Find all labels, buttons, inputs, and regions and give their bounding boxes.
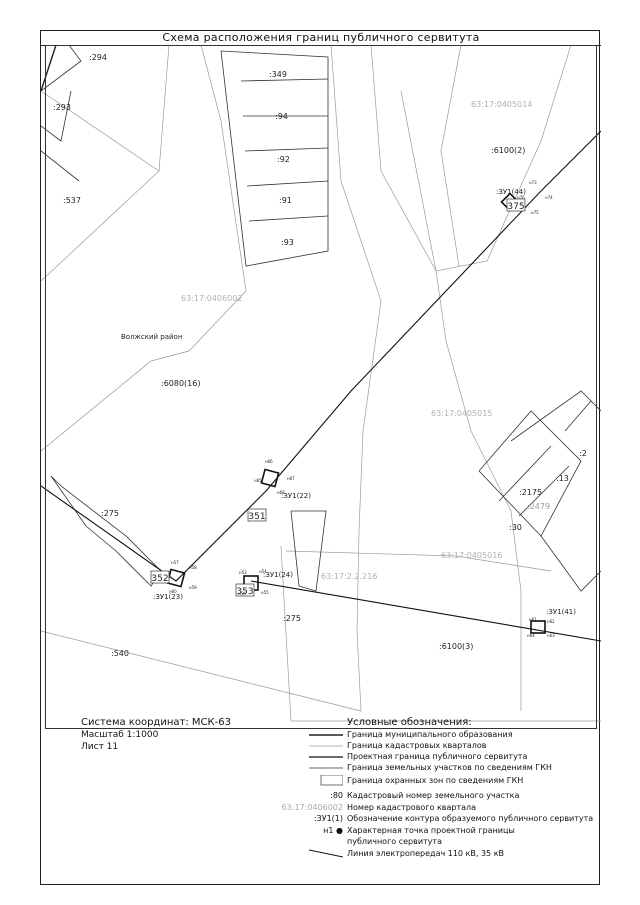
- scale-text: Масштаб 1:1000: [81, 730, 159, 740]
- svg-text:н65: н65: [254, 478, 262, 483]
- svg-text:н64: н64: [527, 633, 535, 638]
- legend-title: Условные обозначения:: [347, 717, 472, 728]
- parcel-294: :294: [89, 53, 107, 62]
- quarter-labels: 63:17:0405014 63:17:0406002 63:17:040501…: [181, 100, 532, 581]
- legend-row-contour: :ЗУ1(1) Обозначение контура образуемого …: [313, 814, 594, 823]
- parcel-92: :92: [277, 155, 290, 164]
- zone-351: 351: [248, 512, 265, 522]
- legend-symbol-parcels: [309, 767, 343, 769]
- coordinate-block: Система координат: МСК-63 Масштаб 1:1000…: [81, 717, 231, 753]
- area-label: Волжский район: [121, 333, 182, 341]
- svg-text:н74: н74: [545, 195, 553, 200]
- parcel-2479: :2479: [527, 502, 550, 511]
- legend-row-quarter-number: 63:17:0406002 Номер кадастрового квартал…: [281, 803, 477, 812]
- legend-row-point: н1 ● Характерная точка проектной границы: [323, 826, 515, 835]
- site-24: :ЗУ1(24): [263, 571, 293, 579]
- svg-text:н56: н56: [238, 591, 246, 596]
- svg-text:н61: н61: [529, 617, 537, 622]
- parcel-30: :30: [509, 523, 522, 532]
- parcel-540: :540: [111, 649, 129, 658]
- municipal-border: [41, 44, 57, 92]
- svg-text:н67: н67: [287, 476, 295, 481]
- parcel-13: :13: [556, 474, 569, 483]
- svg-text:н54: н54: [259, 569, 267, 574]
- legend-row-servitude: Проектная граница публичного сервитута: [269, 751, 609, 762]
- site-22: :ЗУ1(22): [281, 492, 311, 500]
- map-canvas: 351 352 353 375 63:17:0405014 63:17:0406…: [41, 44, 601, 722]
- parcel-6100-3: :6100(3): [439, 642, 473, 651]
- legend-symbol-quarters: [309, 745, 343, 747]
- parcel-349: :349: [269, 70, 287, 79]
- parcel-6080-16: :6080(16): [161, 379, 200, 388]
- svg-text:н75: н75: [531, 210, 539, 215]
- power-line-2: [250, 580, 601, 642]
- sheet-number: Лист 11: [81, 742, 119, 752]
- svg-text:н57: н57: [171, 560, 179, 565]
- legend-row-parcels: Граница земельных участков по сведениям …: [269, 762, 609, 773]
- site-41: :ЗУ1(41): [546, 608, 576, 616]
- legend-row-zones: Граница охранных зон по сведениям ГКН: [269, 775, 609, 786]
- parcel-93: :93: [281, 238, 294, 247]
- zone-labels: 351 352 353 375: [151, 202, 524, 597]
- parcel-537: :537: [63, 196, 81, 205]
- parcel-91: :91: [279, 196, 292, 205]
- legend-symbol-power-line: [309, 849, 343, 858]
- quarter-borders: [41, 44, 601, 722]
- svg-text:н62: н62: [547, 619, 555, 624]
- parcel-275-b: :275: [283, 614, 301, 623]
- legend-symbol-servitude: [309, 756, 343, 758]
- svg-text:н53: н53: [239, 570, 247, 575]
- svg-text:н68: н68: [277, 490, 285, 495]
- parcel-2175: :2175: [519, 488, 542, 497]
- svg-text:н76: н76: [517, 195, 525, 200]
- power-line: [41, 130, 601, 582]
- zone-352: 352: [151, 574, 168, 584]
- quarter-2-2-216: 63:17:2.2.216: [321, 572, 377, 581]
- quarter-0405015: 63:17:0405015: [431, 409, 492, 418]
- point-labels: н73 н74 н75 н76 н65 н66 н67 н68 н57 н58 …: [169, 180, 555, 638]
- legend-row-point-cont: публичного сервитута: [347, 837, 442, 846]
- legend-row-power-line: Линия электропередач 110 кВ, 35 кВ: [269, 848, 609, 859]
- svg-text:н55: н55: [261, 590, 269, 595]
- legend-symbol-zones: [320, 775, 343, 786]
- svg-text:н58: н58: [189, 565, 197, 570]
- parcel-labels: :294 :293 :537 :349 :94 :92 :91 :93 :610…: [53, 53, 587, 658]
- parcel-293: :293: [53, 103, 71, 112]
- legend-row-cadastral-number: :80 Кадастровый номер земельного участка: [330, 791, 520, 800]
- legend-row-quarters: Граница кадастровых кварталов: [269, 740, 609, 751]
- zone-boxes: [150, 198, 526, 597]
- quarter-0406002: 63:17:0406002: [181, 294, 242, 303]
- parcel-94: :94: [275, 112, 288, 121]
- parcel-6100-2: :6100(2): [491, 146, 525, 155]
- site-44: :ЗУ1(44): [496, 188, 526, 196]
- svg-text:н66: н66: [265, 459, 273, 464]
- point-dot-icon: ●: [336, 826, 343, 835]
- legend-symbol-municipal: [309, 734, 343, 736]
- svg-text:н60: н60: [169, 589, 177, 594]
- svg-text:н63: н63: [547, 633, 555, 638]
- zone-375: 375: [507, 202, 524, 212]
- site-labels: :ЗУ1(44) :ЗУ1(22) :ЗУ1(23) :ЗУ1(24) :ЗУ1…: [153, 188, 576, 616]
- quarter-0405014: 63:17:0405014: [471, 100, 532, 109]
- legend-row-municipal: Граница муниципального образования: [269, 729, 609, 740]
- site-23: :ЗУ1(23): [153, 593, 183, 601]
- drawing-sheet: Схема расположения границ публичного сер…: [40, 30, 601, 885]
- parcel-borders: [41, 44, 601, 592]
- parcel-2: :2: [579, 449, 587, 458]
- quarter-0405016: 63:17:0405016: [441, 551, 502, 560]
- zone-353: 353: [236, 587, 253, 597]
- svg-text:н59: н59: [189, 585, 197, 590]
- parcel-275-a: :275: [101, 509, 119, 518]
- svg-text:н73: н73: [529, 180, 537, 185]
- coordinate-system: Система координат: МСК-63: [81, 717, 231, 728]
